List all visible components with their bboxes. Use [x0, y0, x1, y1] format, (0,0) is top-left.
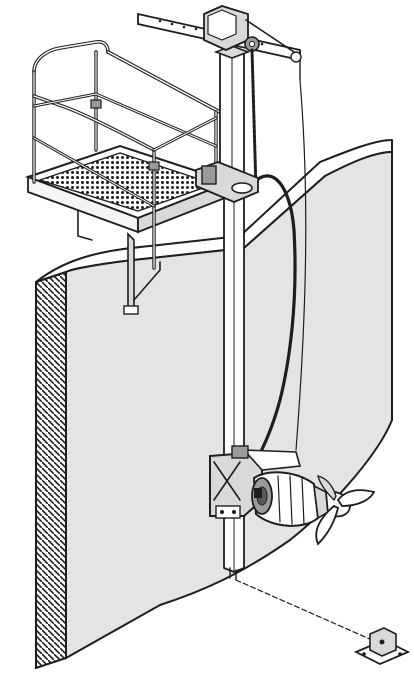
- hoist-chain: [250, 48, 307, 451]
- platform-support-foot: [123, 305, 139, 315]
- motor-cable-gland: [254, 488, 262, 498]
- davit-stay: [245, 19, 301, 57]
- hoist-chain-line: [250, 48, 258, 192]
- platform-toe-board: [77, 209, 93, 241]
- floor-bracket: [353, 627, 411, 665]
- platform-support-brace: [133, 261, 161, 301]
- rail-clamp: [90, 99, 102, 109]
- propeller-blade-back: [317, 475, 337, 502]
- motor-ribs: [277, 475, 305, 525]
- cable-bracket: [195, 161, 259, 203]
- mast-foot-tip: [229, 567, 237, 581]
- wall-section-hatched: [35, 270, 67, 670]
- hoist-rope: [295, 79, 307, 451]
- mixer-propeller: [315, 475, 376, 546]
- carriage-upper-arm: [242, 449, 302, 471]
- mast-bracket: [209, 445, 302, 519]
- boom-pulley: [290, 51, 302, 63]
- platform-railing: [32, 40, 222, 270]
- rail-clamp: [148, 161, 160, 171]
- mixer-motor: [251, 471, 329, 527]
- cable-bracket-clamp: [201, 165, 217, 185]
- davit-head-plate: [207, 9, 237, 41]
- wall: [35, 139, 393, 670]
- carriage-brace: [213, 461, 241, 501]
- platform-support-leg: [127, 232, 135, 311]
- rail-mid-rear: [32, 92, 218, 148]
- alignment-line: [235, 579, 373, 641]
- cable-bracket-ring: [231, 182, 253, 194]
- propeller-blade-lower: [315, 504, 340, 546]
- carriage-bolt-plate: [215, 505, 241, 519]
- propeller-blade-upper: [336, 489, 376, 507]
- power-cable-line: [246, 174, 297, 472]
- carriage-top-clamp: [231, 445, 249, 459]
- lifting-davit: [137, 5, 302, 81]
